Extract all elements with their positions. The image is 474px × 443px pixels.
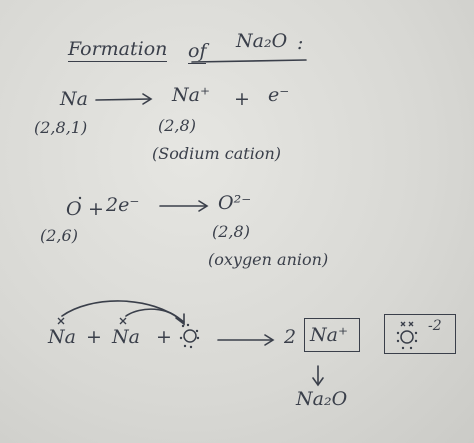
r3-anion-charge: -2 xyxy=(428,318,442,334)
r2-product-name: (oxygen anion) xyxy=(208,250,329,269)
r3-cation: Na⁺ xyxy=(310,324,348,346)
title-compound: Na₂O xyxy=(236,30,288,52)
r1-reactant-config: (2,8,1) xyxy=(34,118,88,137)
r2-product-config: (2,8) xyxy=(212,222,250,241)
r3-coefficient: 2 xyxy=(284,326,297,348)
r1-reactant: Na xyxy=(60,88,88,110)
cation-bracket xyxy=(304,318,360,352)
r1-product: Na⁺ xyxy=(172,84,210,106)
anion-bracket xyxy=(384,314,456,354)
r3-na2: Na xyxy=(112,326,140,348)
title-of: of xyxy=(188,40,207,64)
r2-reactant: O xyxy=(66,198,82,220)
r1-plus: + xyxy=(234,88,250,110)
r2-product: O²⁻ xyxy=(218,192,252,214)
title-formation: Formation xyxy=(68,38,168,62)
r3-plus1: + xyxy=(86,326,102,348)
title-colon: : xyxy=(297,32,304,54)
r1-electron: e⁻ xyxy=(268,84,290,106)
r3-na1: Na xyxy=(48,326,76,348)
r1-product-config: (2,8) xyxy=(158,116,196,135)
r1-product-name: (Sodium cation) xyxy=(152,144,281,163)
r2-plus: + xyxy=(88,198,104,220)
r3-result: Na₂O xyxy=(296,388,348,410)
r2-reactant-config: (2,6) xyxy=(40,226,78,245)
r3-plus2: + xyxy=(156,326,172,348)
r2-electrons: 2e⁻ xyxy=(106,194,140,216)
